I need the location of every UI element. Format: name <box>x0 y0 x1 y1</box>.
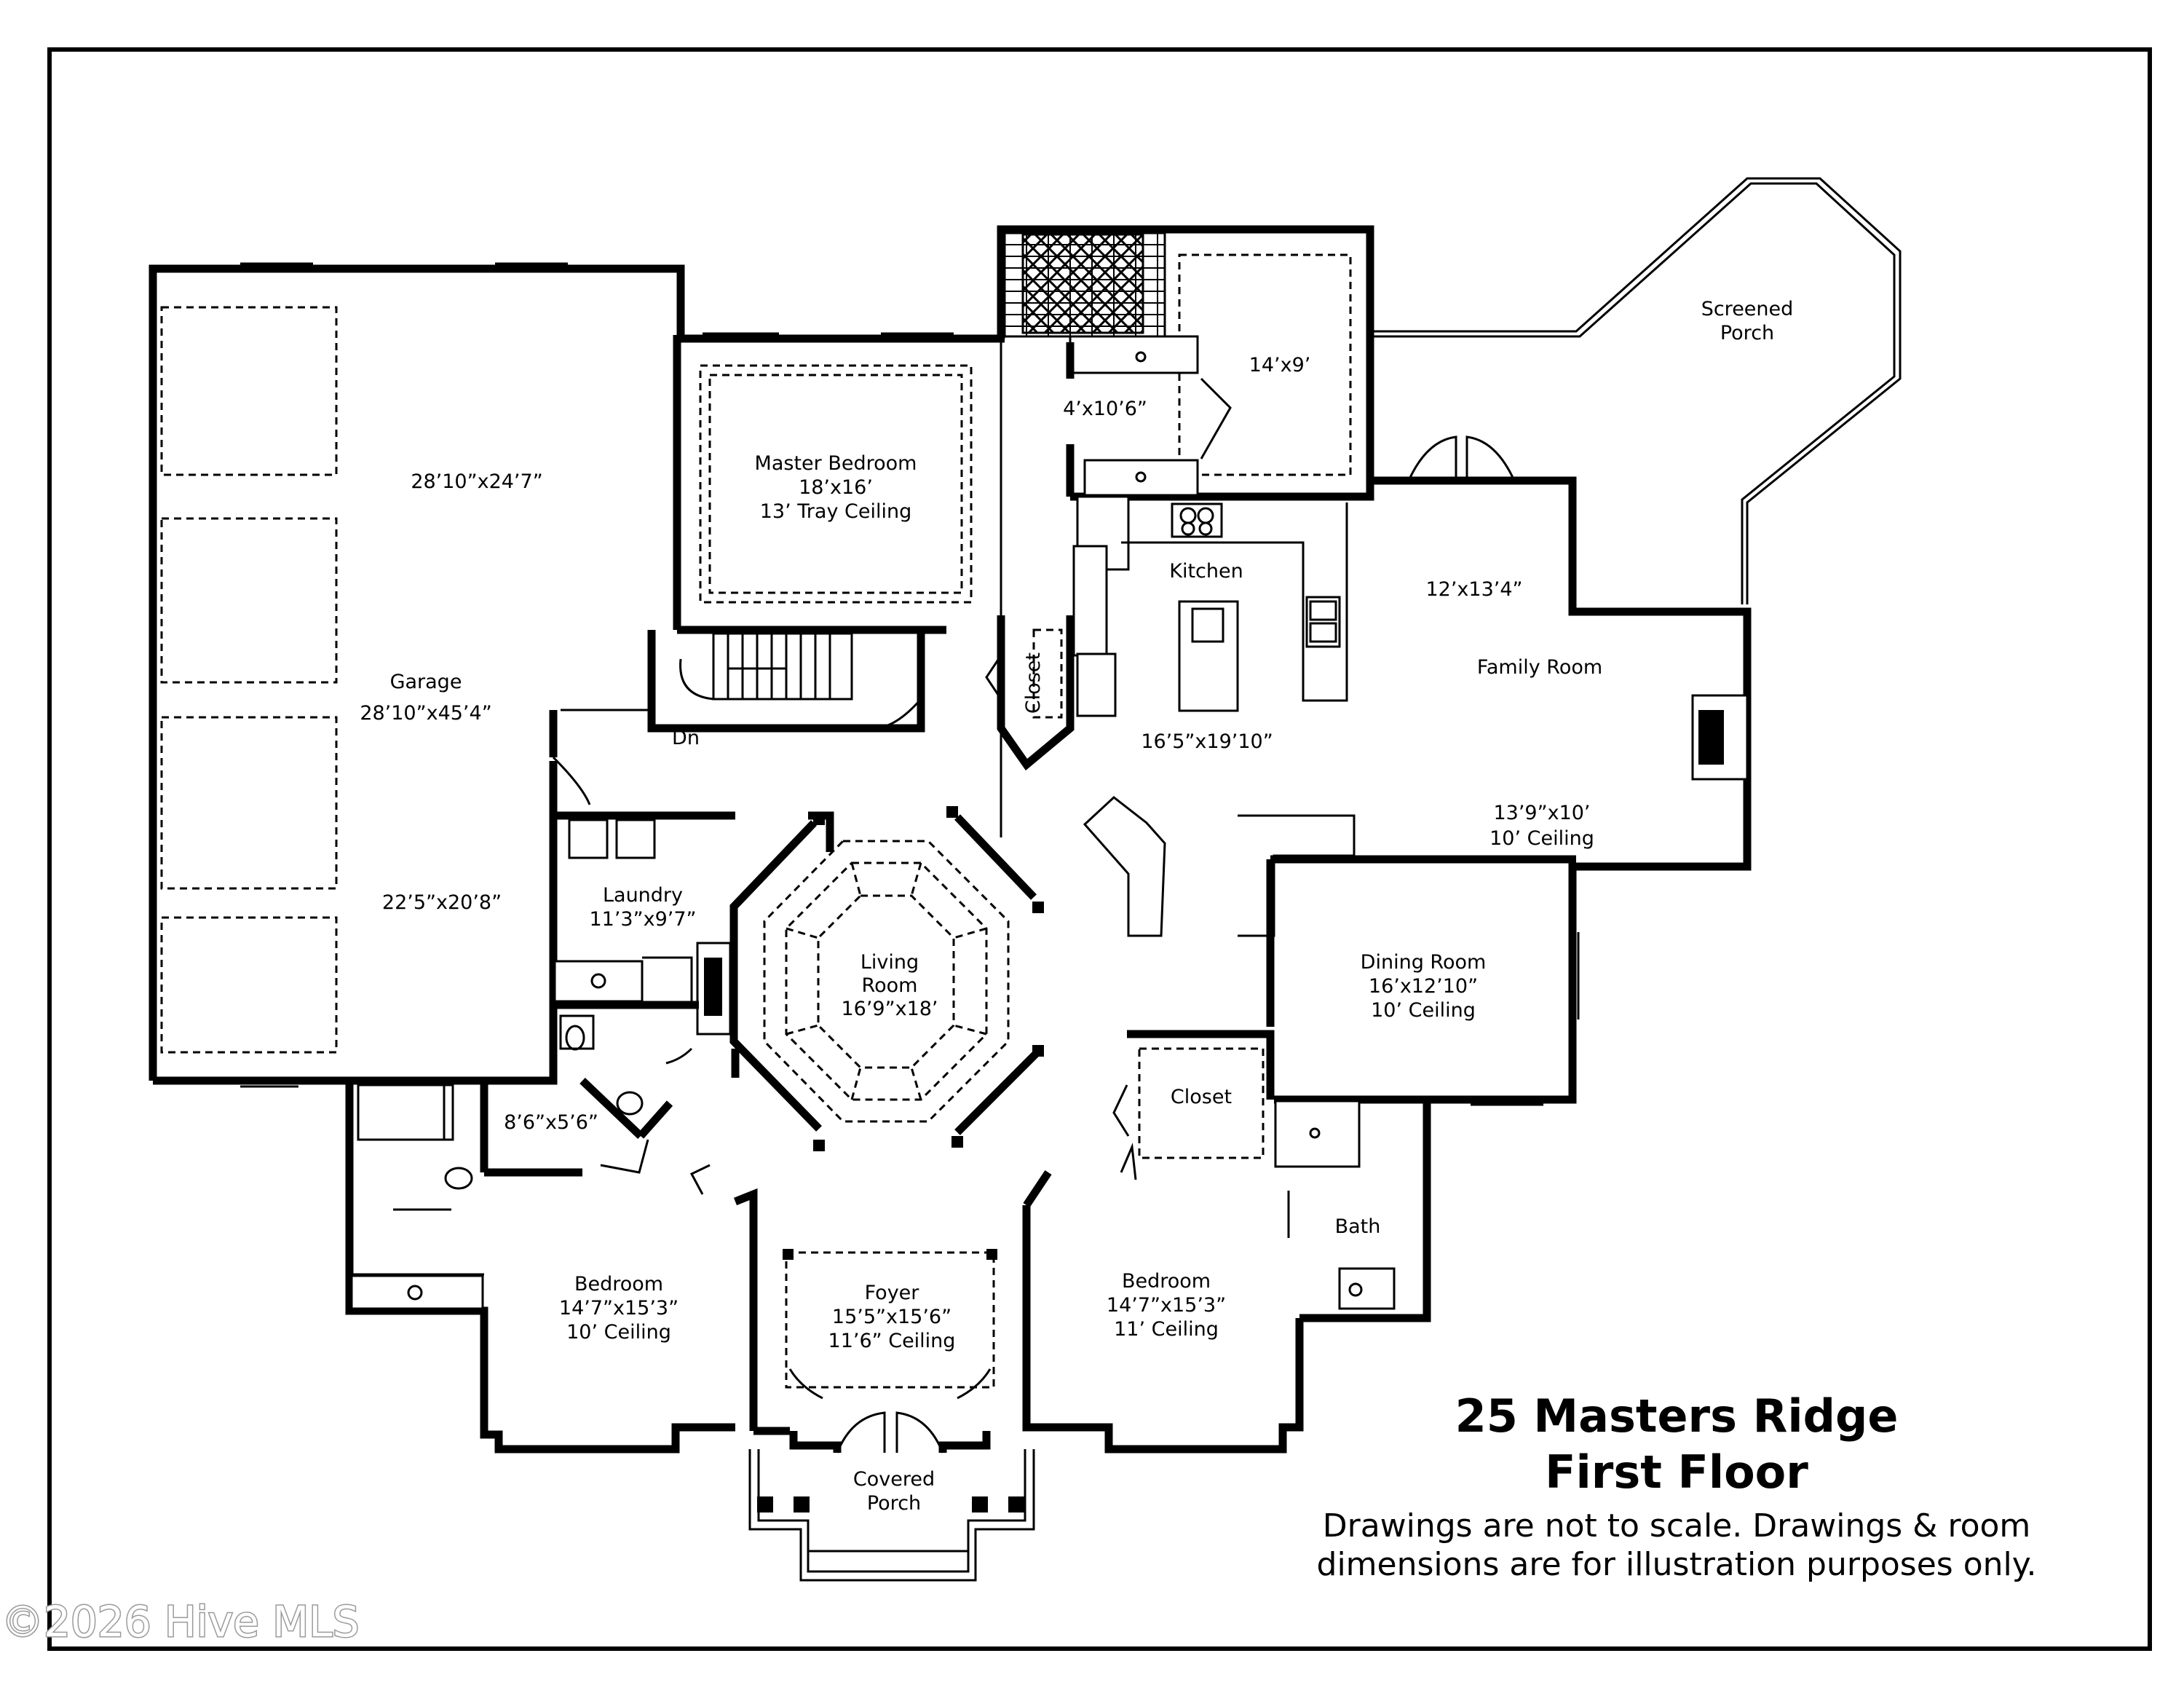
svg-text:14’7”x15’3”: 14’7”x15’3” <box>559 1297 678 1320</box>
plan-title-floor: First Floor <box>1545 1446 1808 1499</box>
label-small-bath: 8’6”x5’6” <box>504 1111 598 1134</box>
svg-text:13’ Tray Ceiling: 13’ Tray Ceiling <box>760 500 911 523</box>
garage-block <box>149 262 685 1088</box>
label-family-dims: 13’9”x10’ 10’ Ceiling <box>1489 802 1594 850</box>
foyer-porch-block <box>748 1249 1035 1582</box>
label-garage-top: 28’10”x24’7” <box>411 470 542 493</box>
label-kitchen-dims: 16’5”x19’10” <box>1141 730 1273 753</box>
label-kitchen: Kitchen <box>1169 560 1243 583</box>
closet-south-block <box>1112 1030 1275 1159</box>
label-stairs-down: Dn <box>672 727 700 749</box>
svg-text:28’10”x45’4”: 28’10”x45’4” <box>360 702 491 725</box>
svg-text:10’ Ceiling: 10’ Ceiling <box>1489 827 1594 850</box>
svg-text:Garage: Garage <box>390 671 462 693</box>
label-family-top: 12’x13’4” <box>1425 578 1522 601</box>
dining-block <box>1266 855 1580 1106</box>
label-hall-dims: 4’x10’6” <box>1063 398 1147 420</box>
svg-text:10’ Ceiling: 10’ Ceiling <box>1371 999 1476 1022</box>
label-living-room: Living Room 16’9”x18’ <box>841 951 938 1020</box>
bath-east-block <box>1274 1095 1431 1322</box>
label-closet-south: Closet <box>1171 1086 1232 1108</box>
stair-closet-block <box>552 615 1075 805</box>
svg-text:Bedroom: Bedroom <box>1122 1270 1211 1293</box>
label-bedroom-east: Bedroom 14’7”x15’3” 11’ Ceiling <box>1107 1270 1226 1341</box>
label-screened-porch: Screened Porch <box>1701 298 1794 344</box>
svg-text:Dining Room: Dining Room <box>1361 951 1487 974</box>
label-suite-dims: 14’x9’ <box>1249 354 1311 376</box>
kitchen-family-block <box>1072 476 1752 1104</box>
disclaimer-line-2: dimensions are for illustration purposes… <box>1317 1546 2037 1583</box>
watermark: ©2026 Hive MLS <box>1 1597 359 1646</box>
master-bedroom-block <box>673 332 1005 634</box>
svg-text:14’7”x15’3”: 14’7”x15’3” <box>1107 1294 1226 1317</box>
stair-treads <box>679 632 853 701</box>
label-covered-porch: Covered Porch <box>853 1468 935 1515</box>
label-closet-north: Closet <box>1022 652 1045 714</box>
svg-text:Room: Room <box>862 974 918 997</box>
svg-text:10’ Ceiling: 10’ Ceiling <box>566 1321 671 1344</box>
svg-text:Porch: Porch <box>1720 322 1774 344</box>
svg-text:11’ Ceiling: 11’ Ceiling <box>1114 1318 1219 1341</box>
disclaimer-line-1: Drawings are not to scale. Drawings & ro… <box>1323 1507 2031 1545</box>
page-border <box>47 47 2152 1651</box>
svg-text:Covered: Covered <box>853 1468 935 1491</box>
screened-porch-block <box>1370 177 1902 604</box>
svg-text:Master Bedroom: Master Bedroom <box>755 452 917 475</box>
label-bath: Bath <box>1335 1215 1381 1238</box>
svg-text:Screened: Screened <box>1701 298 1794 320</box>
label-garage: Garage 28’10”x45’4” <box>360 671 491 725</box>
svg-text:16’x12’10”: 16’x12’10” <box>1369 975 1478 998</box>
label-garage-bottom: 22’5”x20’8” <box>382 891 502 914</box>
svg-text:11’3”x9’7”: 11’3”x9’7” <box>589 908 696 931</box>
label-laundry: Laundry 11’3”x9’7” <box>589 884 696 931</box>
svg-text:11’6” Ceiling: 11’6” Ceiling <box>828 1330 956 1352</box>
svg-text:Bedroom: Bedroom <box>574 1273 663 1295</box>
label-master-bedroom: Master Bedroom 18’x16’ 13’ Tray Ceiling <box>755 452 917 523</box>
living-octagon <box>729 806 1044 1151</box>
laundry-block <box>553 811 834 1036</box>
svg-text:Living: Living <box>860 951 919 974</box>
label-foyer: Foyer 15’5”x15’6” 11’6” Ceiling <box>828 1282 956 1352</box>
svg-text:13’9”x10’: 13’9”x10’ <box>1493 802 1590 824</box>
east-wing-block <box>1022 1143 1304 1454</box>
label-family-room: Family Room <box>1477 656 1602 679</box>
label-bedroom-west: Bedroom 14’7”x15’3” 10’ Ceiling <box>559 1273 678 1344</box>
svg-text:15’5”x15’6”: 15’5”x15’6” <box>832 1306 951 1328</box>
hearth-tile <box>1021 233 1144 334</box>
west-wing-block <box>345 1014 758 1454</box>
plan-title-address: 25 Masters Ridge <box>1455 1389 1899 1443</box>
svg-text:Porch: Porch <box>867 1492 921 1515</box>
svg-text:16’9”x18’: 16’9”x18’ <box>841 998 938 1020</box>
svg-text:Foyer: Foyer <box>865 1282 920 1304</box>
label-dining-room: Dining Room 16’x12’10” 10’ Ceiling <box>1361 951 1487 1022</box>
svg-text:Laundry: Laundry <box>603 884 683 907</box>
svg-text:18’x16’: 18’x16’ <box>799 476 873 499</box>
